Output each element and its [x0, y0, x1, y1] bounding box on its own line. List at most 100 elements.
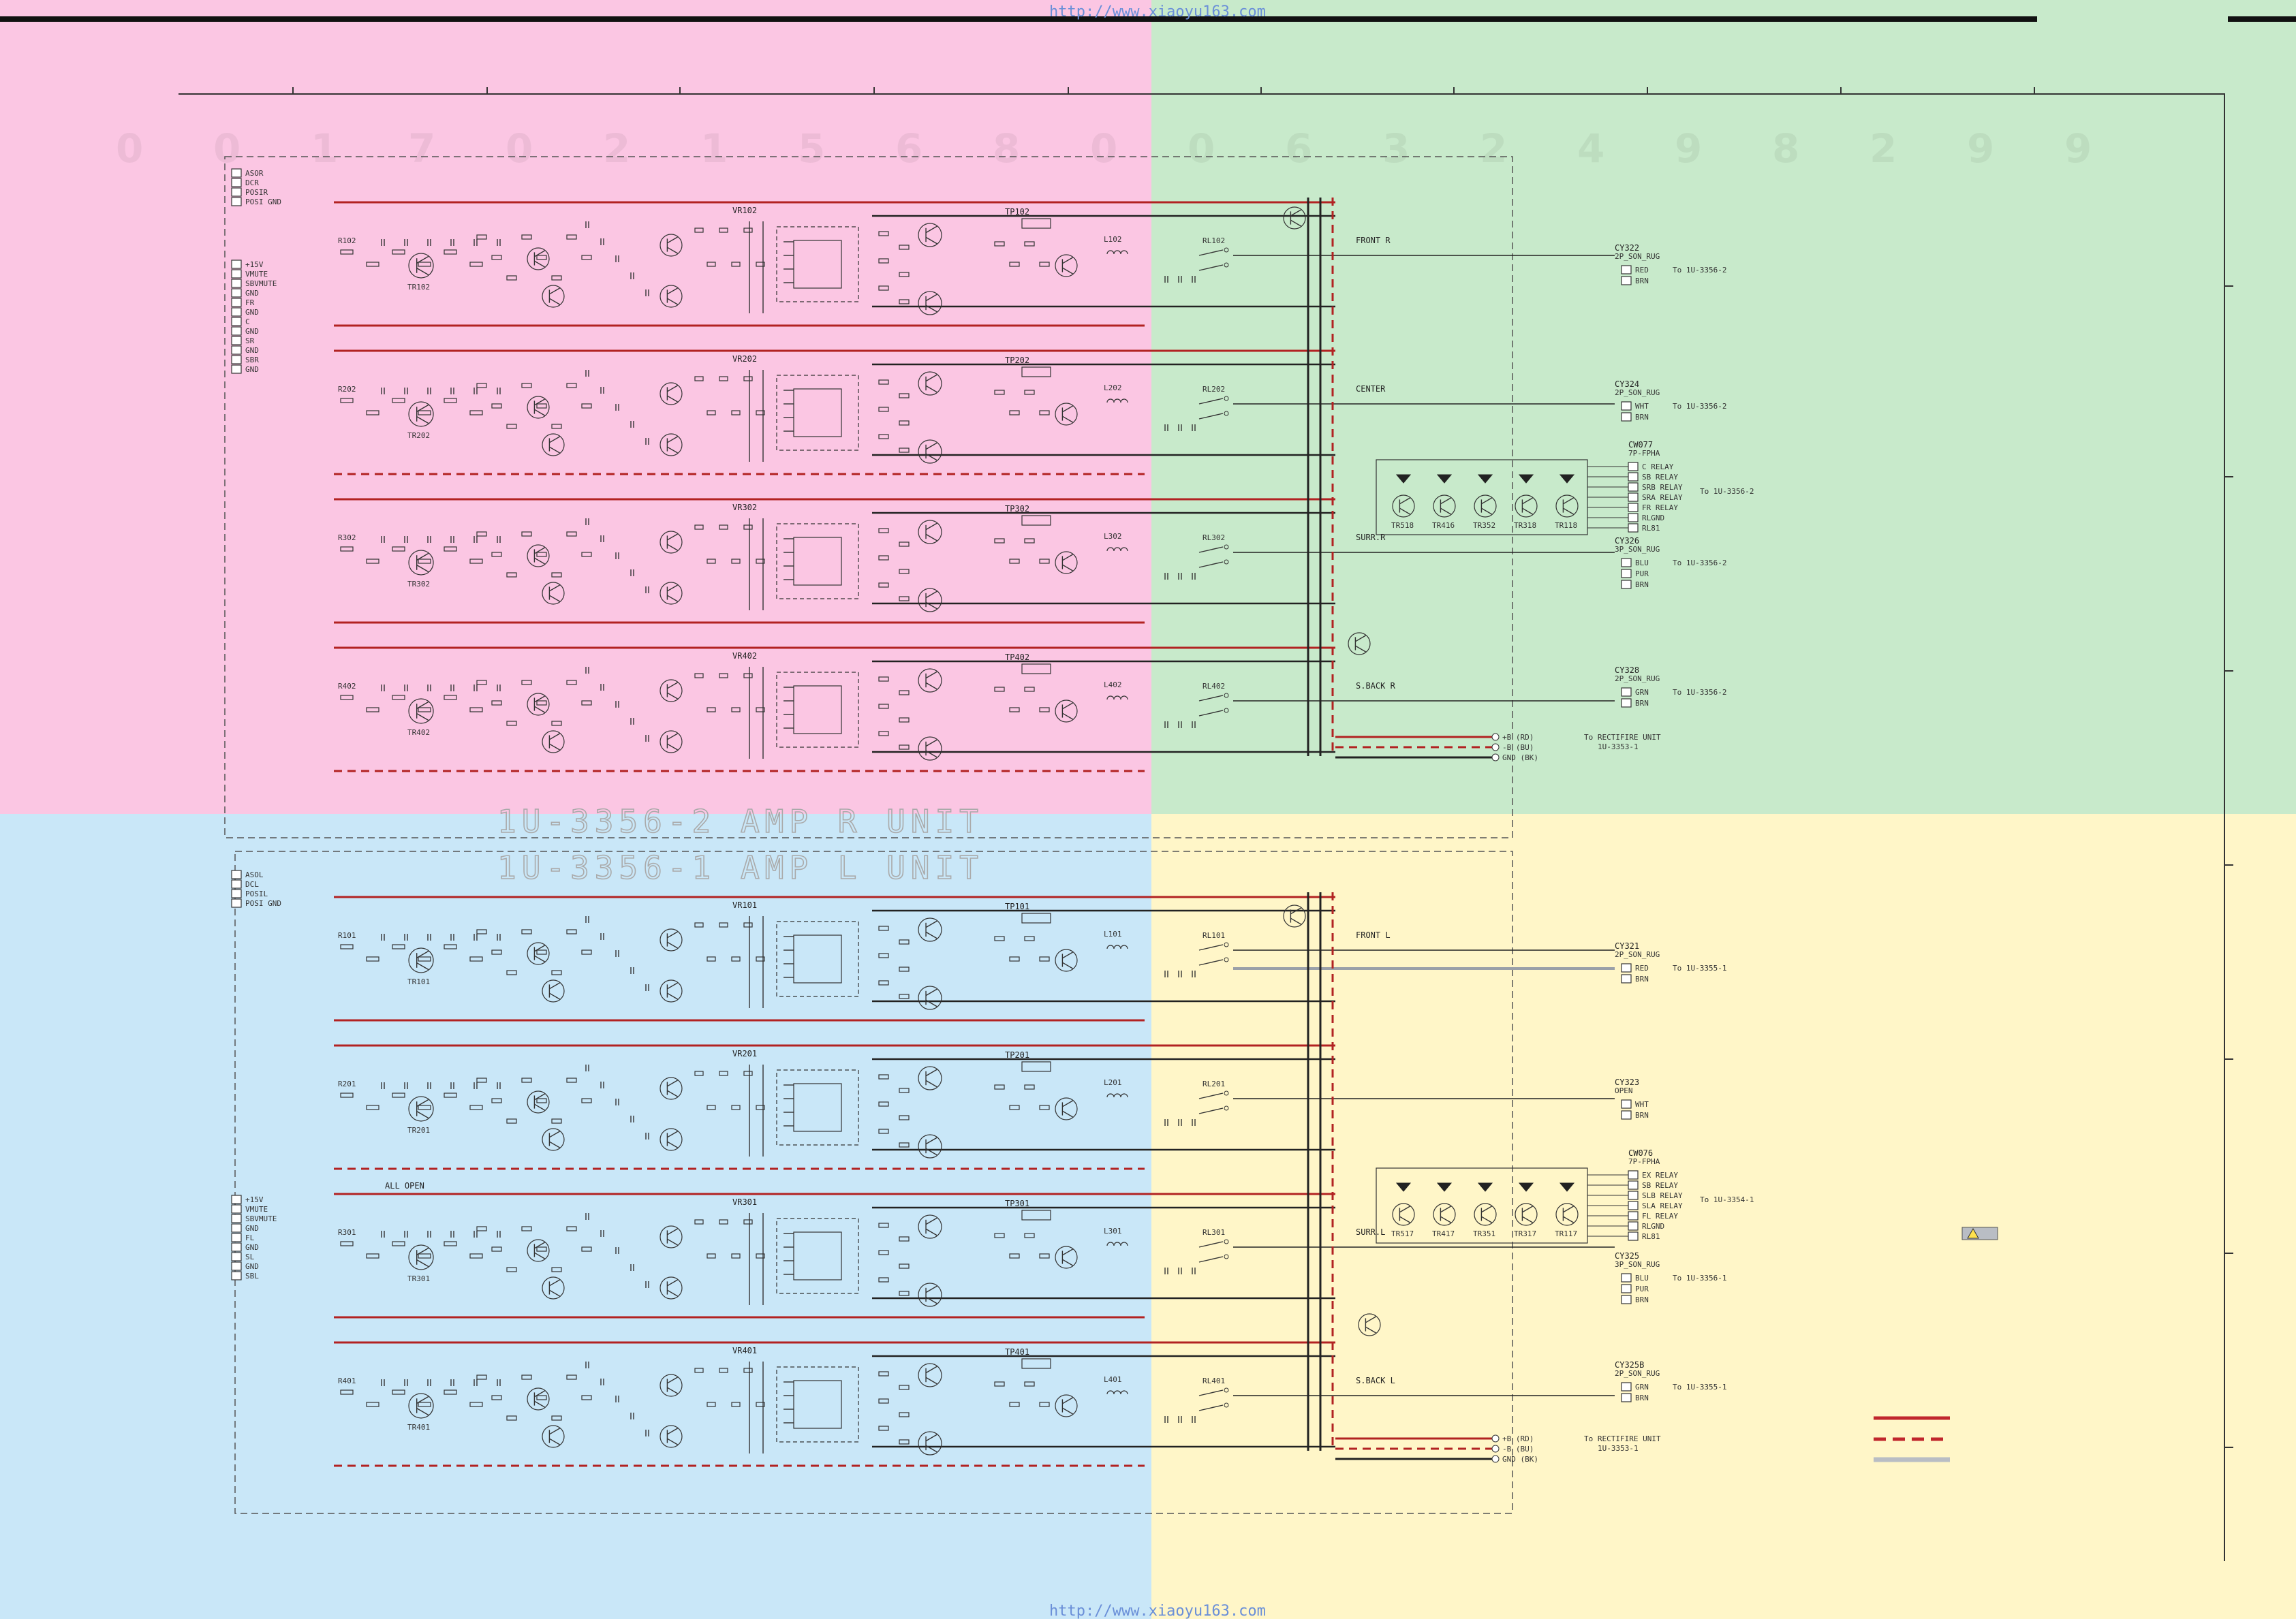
wire [1198, 1093, 1224, 1099]
transistor-symbol [660, 1225, 683, 1248]
coil-label: L302 [1104, 532, 1122, 541]
wire [925, 522, 937, 531]
transistor-symbol [527, 1239, 550, 1262]
pin-label: DCR [245, 178, 259, 187]
connector-pin [1621, 569, 1632, 578]
resistor-symbol [1009, 262, 1020, 267]
transistor-symbol [527, 544, 550, 567]
wire [534, 706, 545, 713]
pin-label: POSIL [245, 890, 268, 898]
relay-pin [1628, 1170, 1639, 1180]
relay-tr-label: TR118 [1555, 521, 1577, 530]
wire [1563, 507, 1574, 515]
resistor-symbol [707, 262, 716, 267]
resistor-symbol [878, 434, 889, 439]
resistor-symbol [418, 707, 431, 712]
transistor-symbol [542, 730, 565, 753]
resistor-symbol [731, 410, 741, 415]
relay-pin [1628, 523, 1639, 533]
wire [1440, 1206, 1451, 1213]
wire [925, 1445, 937, 1453]
wire [667, 236, 678, 244]
pin-square [231, 178, 242, 187]
resistor-symbol [469, 956, 483, 962]
resistor-symbol [743, 1219, 753, 1225]
resistor-symbol [491, 1246, 502, 1252]
ghost-digit: 8 [1772, 125, 1799, 172]
input-transistor-label: TR201 [407, 1126, 430, 1135]
wire [925, 453, 937, 461]
wire [667, 544, 678, 551]
resistor-symbol [694, 376, 704, 381]
thermal-sensor-inner [793, 934, 842, 984]
resistor-symbol [1009, 410, 1020, 415]
resistor-symbol [707, 410, 716, 415]
relay-pin [1628, 1201, 1639, 1210]
connector-pin-label: GRN [1635, 688, 1649, 697]
resistor-symbol [756, 956, 765, 962]
wire [1198, 1256, 1224, 1263]
ghost-digit: 1 [311, 125, 338, 172]
resistor-symbol [1024, 1381, 1035, 1387]
wire [667, 682, 678, 689]
resistor-symbol [340, 695, 354, 700]
test-point-block [1021, 515, 1051, 526]
resistor-symbol [878, 285, 889, 291]
wire [534, 955, 545, 962]
wire [1062, 405, 1073, 413]
relay-contact [1224, 693, 1229, 698]
wire [534, 398, 545, 406]
resistor-symbol [566, 383, 577, 388]
resistor-symbol [899, 966, 910, 972]
resistor-symbol [1039, 956, 1050, 962]
wire [667, 1438, 678, 1445]
connector-pin-label: BLU [1635, 1274, 1649, 1283]
connector-pin [1621, 687, 1632, 697]
wire [667, 385, 678, 392]
resistor-symbol [1039, 262, 1050, 267]
relay-tr-label: TR352 [1473, 521, 1495, 530]
transistor-symbol [542, 285, 565, 308]
connector-dest: To 1U-3356-2 [1673, 402, 1726, 411]
resistor-symbol [743, 1368, 753, 1373]
relay-contact [1224, 1090, 1229, 1096]
thermal-sensor-box [776, 1069, 859, 1146]
wire [416, 552, 429, 561]
resistor-symbol [536, 1246, 547, 1252]
pin-square [231, 355, 242, 364]
resistor-symbol [536, 552, 547, 557]
resistor-symbol [521, 1226, 532, 1231]
pin-label: C [245, 317, 250, 326]
resistor-symbol [743, 376, 753, 381]
ghost-digit: 0 [213, 125, 241, 172]
resistor-symbol [731, 559, 741, 564]
wire [1440, 1216, 1451, 1223]
transistor-symbol [408, 550, 434, 576]
wire [925, 442, 937, 450]
wire [667, 743, 678, 751]
input-resistor-label: R101 [338, 931, 356, 940]
input-transistor-label: TR202 [407, 431, 430, 440]
relay-pin [1628, 513, 1639, 522]
wire [1481, 497, 1492, 505]
resistor-symbol [340, 944, 354, 949]
ghost-digit: 7 [408, 125, 435, 172]
connector-pin-label: BLU [1635, 559, 1649, 567]
resistor-symbol [1024, 241, 1035, 247]
transistor-symbol [527, 247, 550, 270]
thermal-sensor-inner [793, 537, 842, 586]
wire [925, 385, 937, 393]
top-rule-left [0, 16, 2037, 22]
resistor-symbol [392, 1389, 405, 1395]
resistor-symbol [878, 1398, 889, 1404]
wire [1522, 497, 1533, 505]
resistor-symbol [899, 299, 910, 304]
pin-square [231, 1242, 242, 1252]
resistor-symbol [392, 249, 405, 255]
diode-symbol [1477, 474, 1493, 484]
connector-pin [1621, 974, 1632, 984]
connector-id: CY326 [1615, 536, 1639, 546]
